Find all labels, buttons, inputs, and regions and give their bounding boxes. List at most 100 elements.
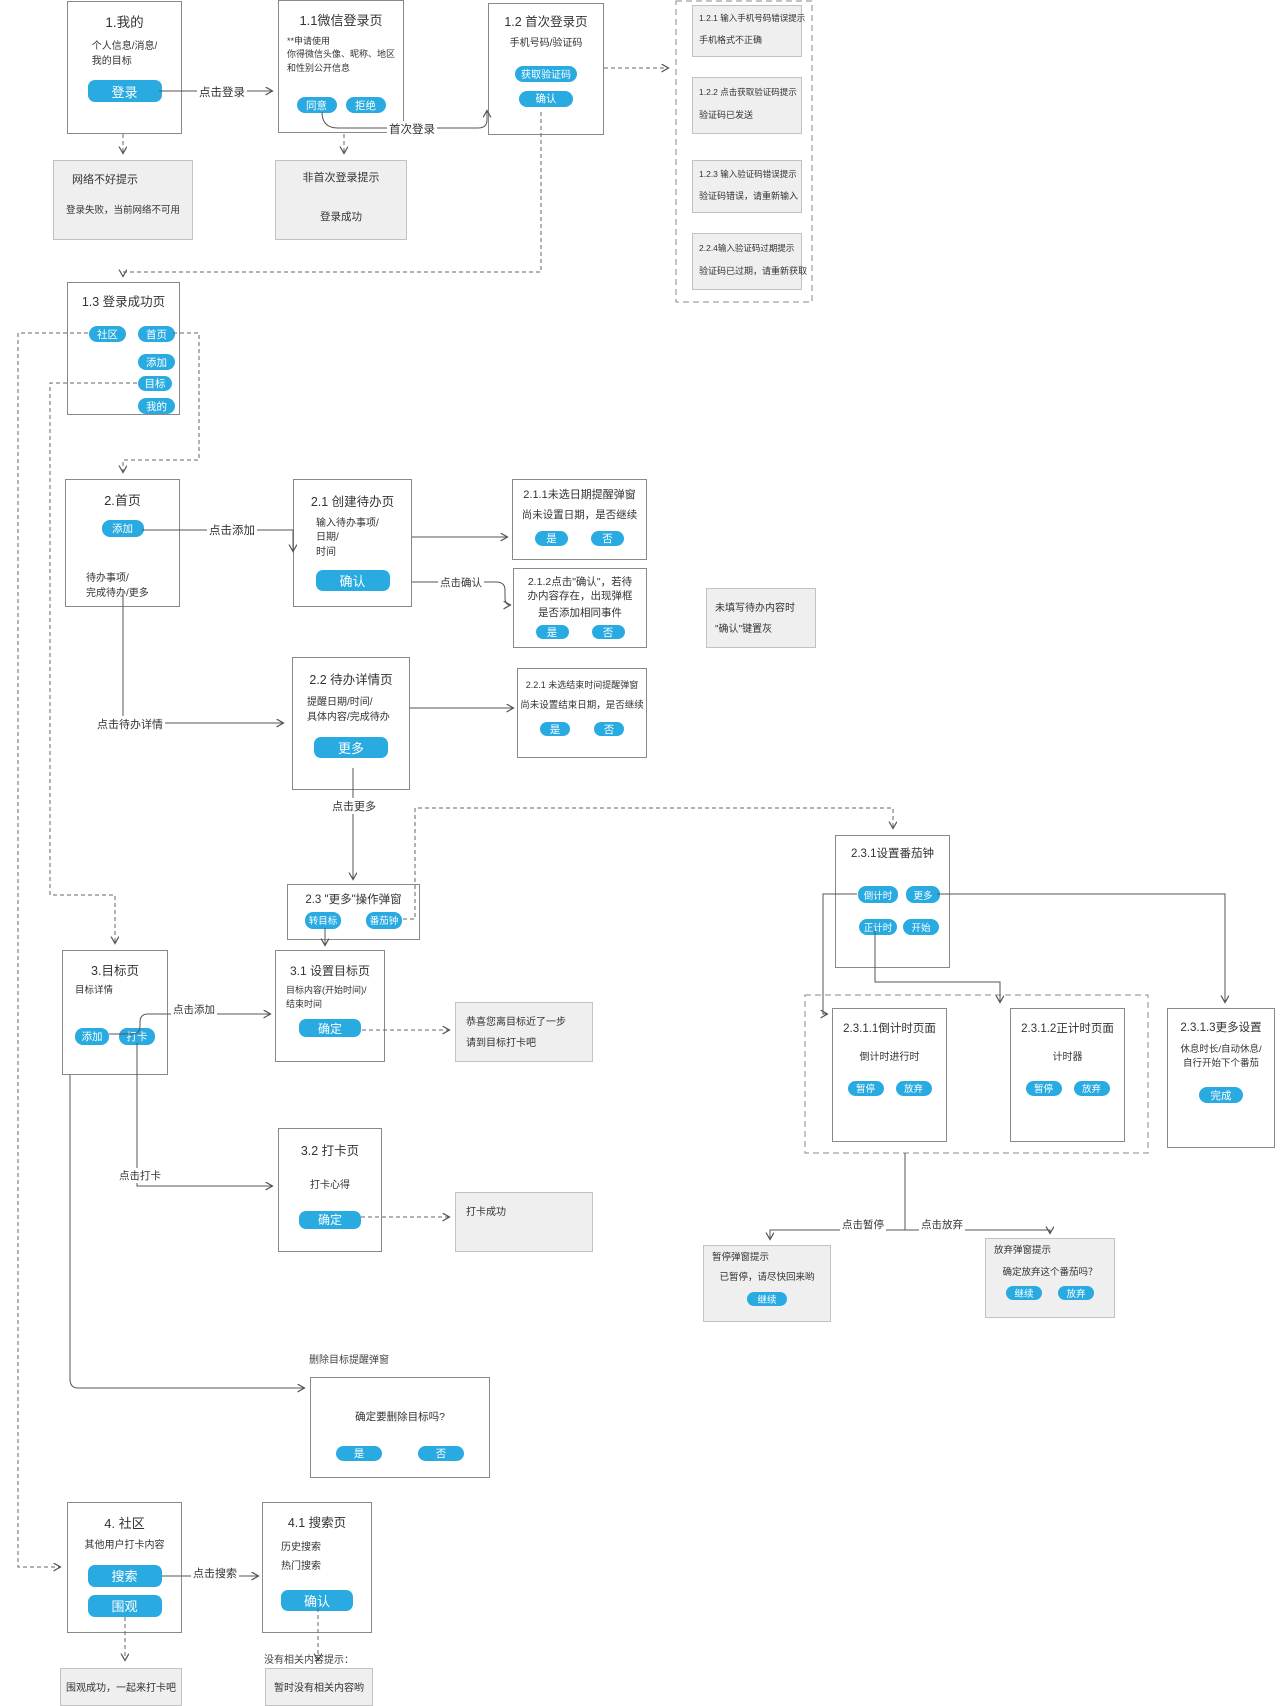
node-body: 打卡心得 — [310, 1179, 350, 1191]
note-body: 打卡成功 — [466, 1207, 506, 1218]
countdown-button[interactable]: 倒计时 — [858, 886, 898, 903]
yes-button[interactable]: 是 — [535, 530, 568, 546]
node-title: 1.我的 — [105, 15, 144, 30]
no-button[interactable]: 否 — [591, 625, 625, 640]
node-body: 其他用户打卡内容 — [84, 1539, 165, 1551]
node-title: 2.3.1设置番茄钟 — [850, 848, 935, 860]
my-tab-button[interactable]: 我的 — [138, 398, 175, 414]
node-duplicate-todo-popup: 2.1.2点击"确认"，若待 办内容存在，出现弹框 是否添加相同事件 是 否 — [513, 568, 647, 648]
continue-button[interactable]: 继续 — [747, 1292, 787, 1307]
note-code-error: 1.2.3 输入验证码错误提示 验证码错误，请重新输入 — [692, 160, 802, 213]
edge-label-click-search: 点击搜索 — [191, 1565, 239, 1581]
confirm-search-button[interactable]: 确认 — [281, 1589, 353, 1611]
goal-tab-button[interactable]: 目标 — [138, 376, 172, 391]
login-button[interactable]: 登录 — [87, 80, 162, 103]
note-title: 1.2.2 点击获取验证码提示 — [699, 87, 797, 97]
node-body: 历史搜索 热门搜索 — [281, 1541, 321, 1572]
add-todo-button[interactable]: 添加 — [101, 519, 144, 537]
node-title: 1.1微信登录页 — [299, 13, 383, 28]
get-code-button[interactable]: 获取验证码 — [515, 65, 577, 82]
edge-label-click-pause: 点击暂停 — [840, 1217, 886, 1232]
abandon-button[interactable]: 放弃 — [1073, 1080, 1110, 1096]
node-search-page: 4.1 搜索页 历史搜索 热门搜索 确认 — [262, 1502, 372, 1633]
node-title: 3.1 设置目标页 — [289, 964, 371, 978]
community-tab-button[interactable]: 社区 — [89, 326, 126, 342]
node-more-actions-popup: 2.3 "更多"操作弹窗 转目标 番茄钟 — [287, 884, 420, 940]
node-no-date-popup: 2.1.1未选日期提醒弹窗 尚未设置日期，是否继续 是 否 — [512, 479, 647, 560]
reject-button[interactable]: 拒绝 — [345, 97, 386, 114]
node-body: 计时器 — [1052, 1051, 1083, 1063]
note-title: 暂停弹窗提示 — [712, 1252, 770, 1263]
start-button[interactable]: 开始 — [903, 919, 939, 935]
node-create-todo: 2.1 创建待办页 输入待办事项/ 日期/ 时间 确认 — [293, 479, 412, 607]
node-title: 1.2 首次登录页 — [504, 15, 588, 29]
note-watch-success: 围观成功，一起来打卡吧 — [60, 1668, 182, 1706]
confirm-goal-button[interactable]: 确定 — [299, 1019, 361, 1038]
node-body: 提醒日期/时间/ 具体内容/完成待办 — [307, 696, 390, 723]
node-title: 3.2 打卡页 — [300, 1144, 360, 1158]
abandon-button[interactable]: 放弃 — [1058, 1286, 1094, 1301]
note-body: 恭喜您离目标近了一步 请到目标打卡吧 — [466, 1017, 566, 1049]
node-todo-detail: 2.2 待办详情页 提醒日期/时间/ 具体内容/完成待办 更多 — [292, 657, 410, 790]
abandon-button[interactable]: 放弃 — [895, 1080, 932, 1096]
node-first-login: 1.2 首次登录页 手机号码/验证码 获取验证码 确认 — [488, 3, 604, 135]
edge-label-click-more: 点击更多 — [330, 798, 378, 814]
no-button[interactable]: 否 — [591, 530, 624, 546]
note-title: 2.2.4输入验证码过期提示 — [699, 243, 795, 253]
continue-button[interactable]: 继续 — [1006, 1286, 1042, 1301]
note-no-content: 暂时没有相关内容哟 — [265, 1668, 373, 1706]
node-body: 输入待办事项/ 日期/ 时间 — [316, 517, 379, 558]
no-button[interactable]: 否 — [418, 1445, 464, 1461]
node-title: 2.1 创建待办页 — [310, 495, 395, 509]
edge-label-first-time: 首次登录 — [387, 121, 437, 137]
edge-label-click-add: 点击添加 — [207, 522, 257, 538]
node-body: 尚未设置结束日期，是否继续 — [520, 700, 644, 712]
add-tab-button[interactable]: 添加 — [138, 354, 175, 370]
node-title: 2.2 待办详情页 — [309, 673, 393, 687]
node-home-page: 2.首页 添加 待办事项/ 完成待办/更多 — [65, 479, 180, 607]
to-goal-button[interactable]: 转目标 — [305, 911, 341, 929]
agree-button[interactable]: 同意 — [296, 97, 337, 114]
yes-button[interactable]: 是 — [540, 722, 570, 737]
confirm-checkin-button[interactable]: 确定 — [299, 1210, 361, 1229]
pause-button[interactable]: 暂停 — [847, 1080, 884, 1096]
pause-button[interactable]: 暂停 — [1025, 1080, 1062, 1096]
node-body: **申请使用 你得微信头像、昵称、地区 和性别公开信息 — [287, 35, 396, 73]
note-title: 1.2.3 输入验证码错误提示 — [699, 169, 797, 179]
pomodoro-button[interactable]: 番茄钟 — [366, 911, 402, 929]
more-button[interactable]: 更多 — [314, 736, 388, 758]
note-code-sent: 1.2.2 点击获取验证码提示 验证码已发送 — [692, 77, 802, 134]
note-body: 未填写待办内容时 "确认"键置灰 — [715, 603, 795, 635]
node-title: 4.1 搜索页 — [287, 1516, 347, 1530]
delete-popup-label: 删除目标提醒弹窗 — [309, 1355, 389, 1366]
node-title: 2.3.1.1倒计时页面 — [843, 1023, 936, 1035]
countup-button[interactable]: 正计时 — [859, 919, 897, 935]
node-pause-popup: 暂停弹窗提示 已暂停，请尽快回来哟 继续 — [703, 1245, 831, 1322]
edge-label-click-confirm: 点击确认 — [438, 575, 484, 590]
node-body: 目标内容(开始时间)/ 结束时间 — [286, 985, 367, 1009]
node-title: 1.3 登录成功页 — [81, 295, 166, 309]
note-title: 放弃弹窗提示 — [994, 1245, 1052, 1256]
add-goal-button[interactable]: 添加 — [75, 1028, 109, 1046]
home-tab-button[interactable]: 首页 — [138, 326, 175, 342]
edge-label-click-todo-detail: 点击待办详情 — [95, 716, 165, 732]
note-phone-error: 1.2.1 输入手机号码错误提示 手机格式不正确 — [692, 5, 805, 57]
done-button[interactable]: 完成 — [1199, 1087, 1243, 1104]
note-body: 围观成功，一起来打卡吧 — [66, 1683, 176, 1694]
node-body: 尚未设置日期，是否继续 — [521, 508, 638, 521]
no-button[interactable]: 否 — [594, 722, 624, 737]
yes-button[interactable]: 是 — [535, 625, 569, 640]
confirm-button[interactable]: 确认 — [519, 90, 573, 107]
confirm-todo-button[interactable]: 确认 — [315, 570, 390, 592]
search-button[interactable]: 搜索 — [87, 1564, 162, 1587]
note-body: 验证码错误，请重新输入 — [699, 191, 799, 202]
edge-label-click-login: 点击登录 — [197, 84, 247, 100]
yes-button[interactable]: 是 — [336, 1445, 382, 1461]
no-content-label: 没有相关内容提示： — [264, 1655, 354, 1666]
node-pomodoro-setup: 2.3.1设置番茄钟 倒计时 更多 正计时 开始 — [835, 835, 950, 968]
node-checkin-page: 3.2 打卡页 打卡心得 确定 — [278, 1128, 382, 1252]
more-settings-button[interactable]: 更多 — [906, 886, 940, 903]
watch-button[interactable]: 围观 — [87, 1594, 162, 1617]
